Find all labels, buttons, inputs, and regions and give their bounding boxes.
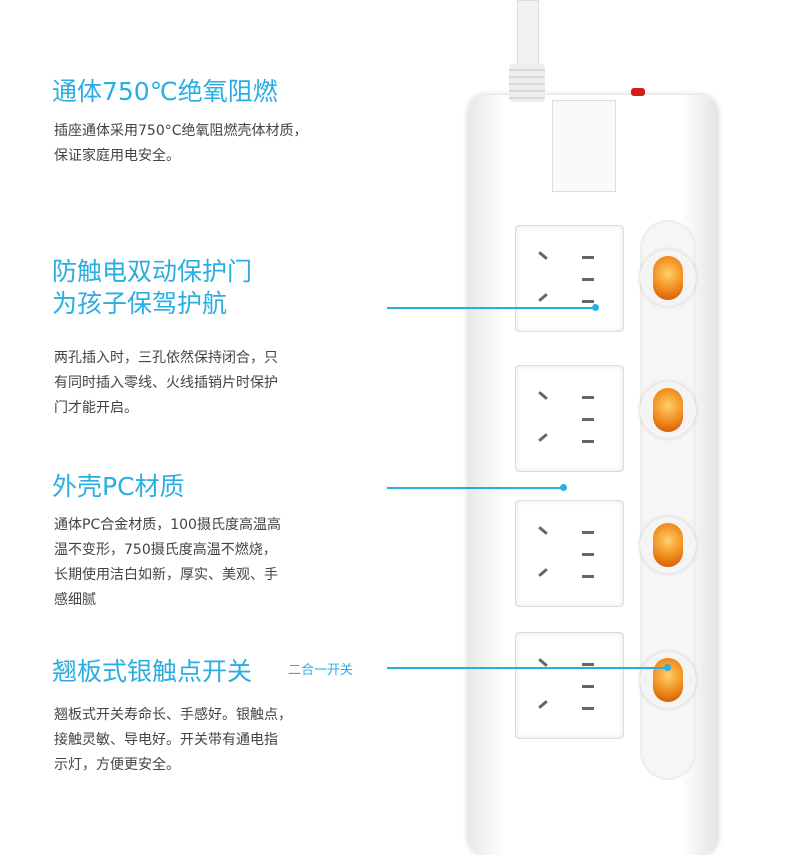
section-3-desc: 通体PC合金材质，100摄氏度高温高温不变形，750摄氏度高温不燃烧，长期使用洁… xyxy=(54,517,281,608)
section-4-title: 翘板式银触点开关 xyxy=(52,657,253,686)
callout-label: 二合一开关 xyxy=(288,663,354,678)
callout-dot-1 xyxy=(592,304,599,311)
rocker-switch-3 xyxy=(640,517,696,573)
certification-label xyxy=(552,100,616,192)
callout-line-1 xyxy=(387,307,595,309)
callout-dot-2 xyxy=(560,484,567,491)
section-4-desc: 翘板式开关寿命长、手感好。银触点，接触灵敏、导电好。开关带有通电指示灯，方便更安… xyxy=(54,707,292,773)
callout-dot-3 xyxy=(664,664,671,671)
section-2-title: 防触电双动保护门为孩子保驾护航 xyxy=(52,257,253,318)
socket-1 xyxy=(515,225,624,332)
section-1-title: 通体750℃绝氧阻燃 xyxy=(52,77,278,106)
cable-strain-relief xyxy=(509,64,545,102)
callout-line-3 xyxy=(387,667,667,669)
callout-line-2 xyxy=(387,487,563,489)
indicator-light xyxy=(631,88,645,96)
section-1-desc: 插座通体采用750°C绝氧阻燃壳体材质，保证家庭用电安全。 xyxy=(54,123,308,164)
rocker-switch-2 xyxy=(640,382,696,438)
socket-3 xyxy=(515,500,624,607)
section-2-desc: 两孔插入时，三孔依然保持闭合，只有同时插入零线、火线插销片时保护门才能开启。 xyxy=(54,350,278,416)
power-cable xyxy=(517,0,539,72)
socket-2 xyxy=(515,365,624,472)
rocker-switch-4 xyxy=(640,652,696,708)
rocker-switch-1 xyxy=(640,250,696,306)
socket-4 xyxy=(515,632,624,739)
section-3-title: 外壳PC材质 xyxy=(52,472,185,501)
